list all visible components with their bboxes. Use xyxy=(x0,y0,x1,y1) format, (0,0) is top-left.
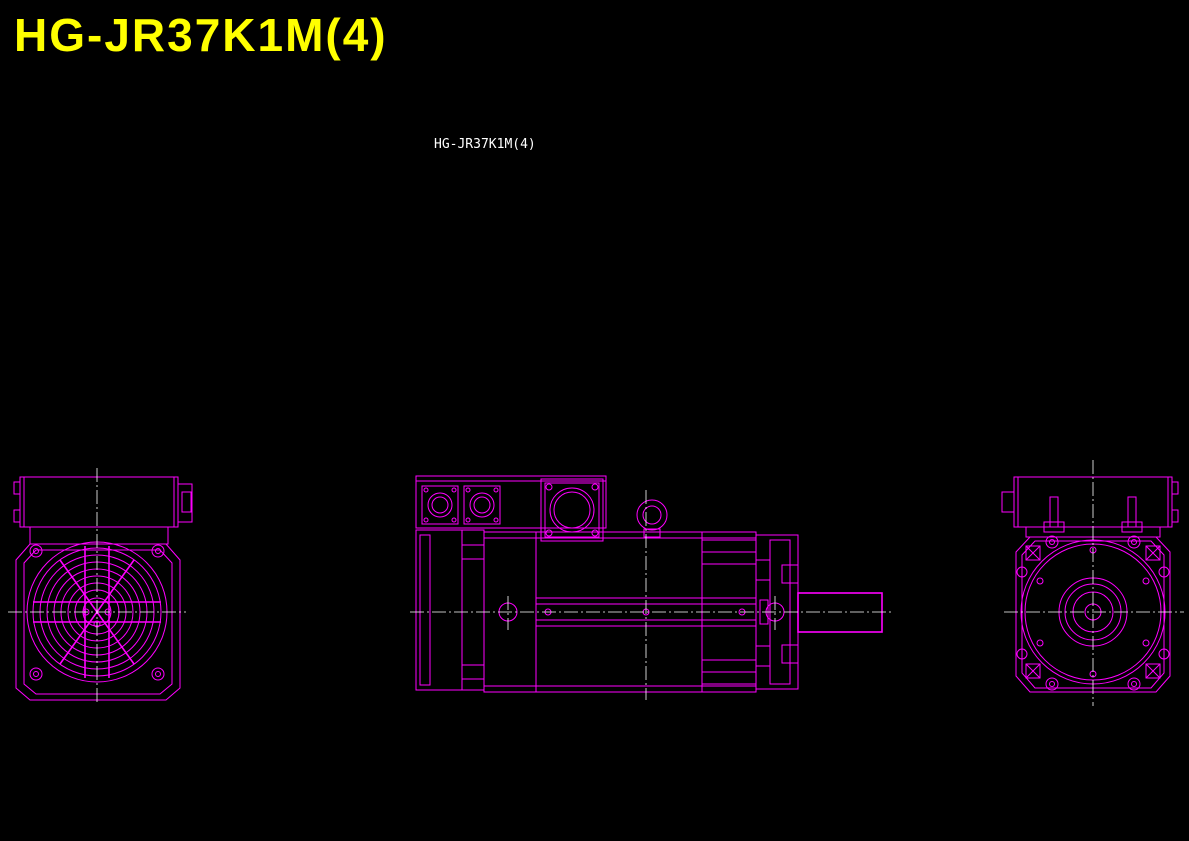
front-terminal-box xyxy=(1001,476,1179,538)
rear-cover xyxy=(415,529,485,691)
connector-box xyxy=(415,475,607,542)
rear-terminal-box xyxy=(13,476,193,545)
front-end-view xyxy=(1001,460,1184,706)
drawing-title: HG-JR37K1M(4) xyxy=(14,9,388,61)
side-view xyxy=(410,475,892,700)
rear-end-view xyxy=(8,468,193,704)
drawing-label: HG-JR37K1M(4) xyxy=(434,137,536,152)
rear-housing xyxy=(15,543,181,701)
eye-bolt xyxy=(636,499,668,538)
shaft xyxy=(797,592,883,633)
